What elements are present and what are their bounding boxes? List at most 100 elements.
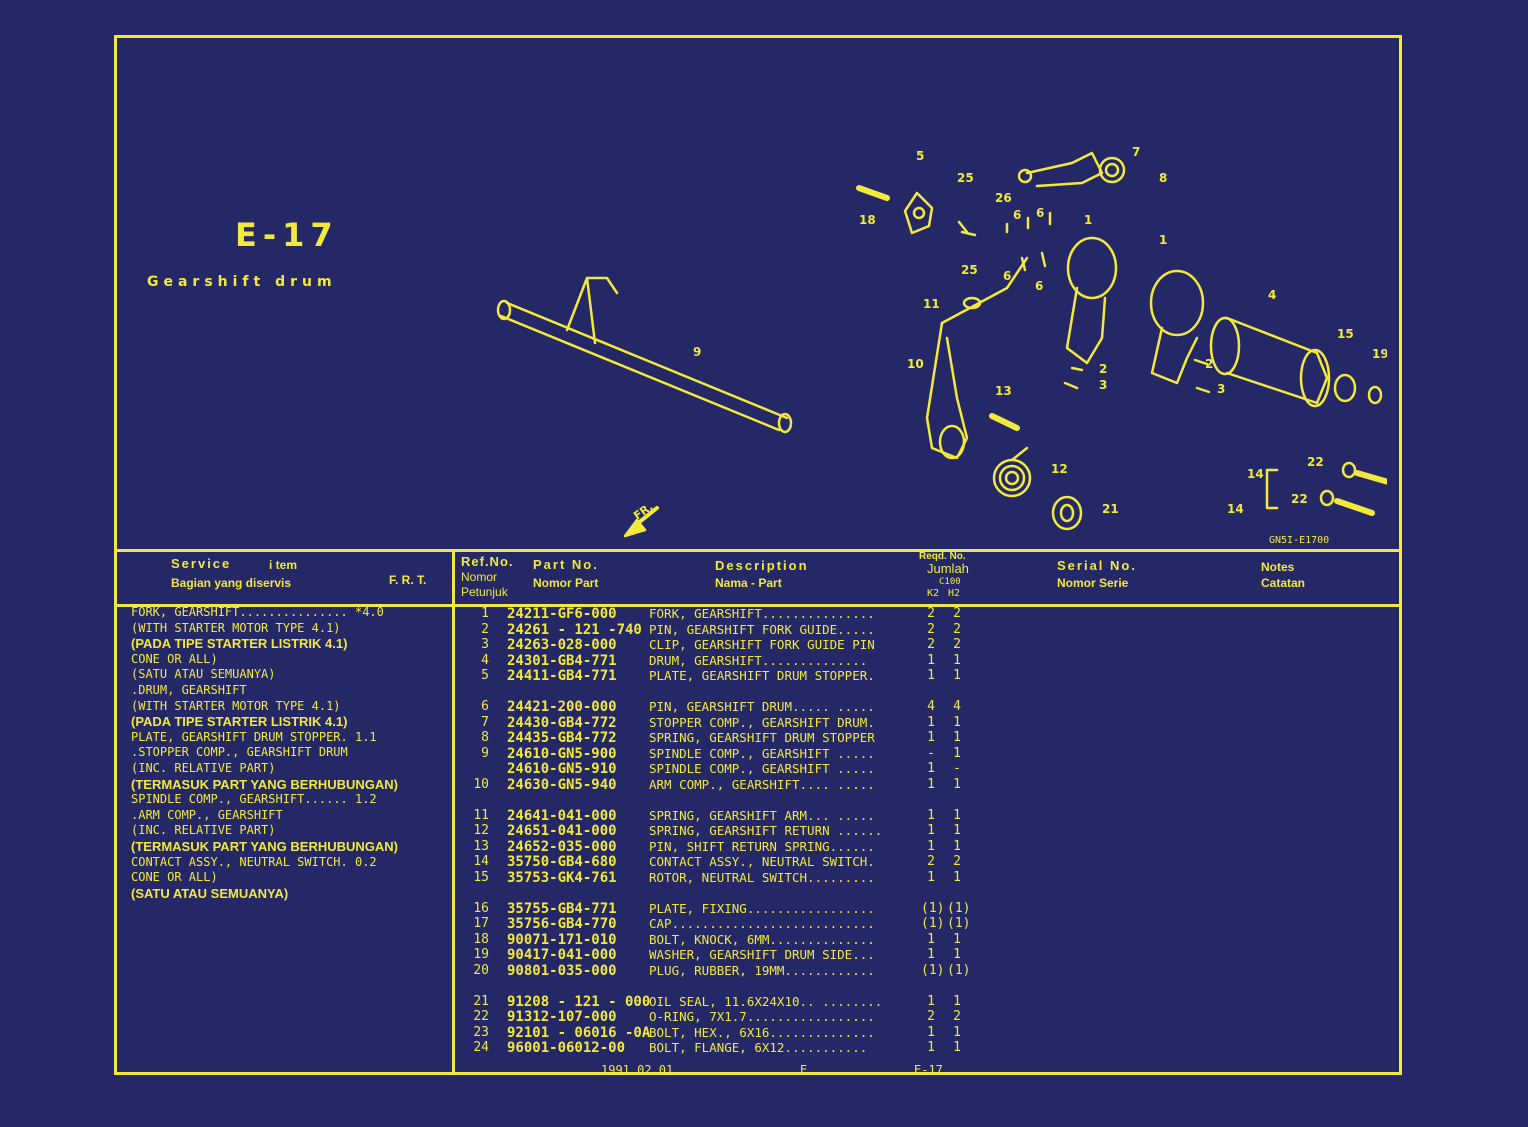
callout-3b: 3 <box>1217 382 1225 396</box>
callout-6d: 6 <box>1035 279 1043 293</box>
part-no: 24211-GF6-000 <box>507 606 617 622</box>
ref-no: 11 <box>473 807 489 823</box>
part-no: 92101 - 06016 -0A <box>507 1024 651 1041</box>
part-no: 24430-GB4-772 <box>507 714 617 731</box>
figure-title: Gearshift drum <box>147 274 337 290</box>
qty-k2: 2 <box>927 854 935 870</box>
footer-page: E-17 <box>914 1063 943 1077</box>
qty-h2: 1 <box>953 947 961 963</box>
exploded-parts-diagram: 9 10 11 12 13 21 5 18 25 25 26 6 6 6 6 7… <box>496 145 1387 546</box>
ref-no: 5 <box>481 668 489 684</box>
callout-13: 13 <box>995 384 1012 398</box>
front-arrow-label: FR. <box>631 500 655 522</box>
ref-no: 17 <box>473 916 489 932</box>
part-no: 24651-041-000 <box>507 823 617 840</box>
callout-11: 11 <box>923 297 940 311</box>
callout-21: 21 <box>1102 502 1119 516</box>
qty-h2: 2 <box>953 854 961 870</box>
callout-18: 18 <box>859 213 876 227</box>
service-item: CONTACT ASSY., NEUTRAL SWITCH. 0.2 <box>131 854 377 869</box>
qty-h2: 1 <box>953 652 961 668</box>
ref-no: 21 <box>473 993 489 1009</box>
ref-no: 15 <box>473 870 489 885</box>
ref-no: 19 <box>473 947 489 963</box>
part-no: 35756-GB4-770 <box>507 916 617 933</box>
header-service-id: Bagian yang diservis <box>171 576 292 590</box>
ref-no: 24 <box>473 1040 489 1056</box>
service-item: SPINDLE COMP., GEARSHIFT...... 1.2 <box>131 792 377 807</box>
footer-date: 1991.02.01 <box>601 1063 674 1077</box>
header-desc-id: Nama - Part <box>715 576 782 590</box>
callout-2b: 2 <box>1205 357 1213 371</box>
qty-h2: 1 <box>953 993 961 1009</box>
part-no: 91208 - 121 - 000 <box>507 993 651 1010</box>
qty-h2: (1) <box>947 900 971 916</box>
header-notes-en: Notes <box>1261 560 1295 574</box>
header-reqd-id: Jumlah <box>927 561 969 576</box>
service-item: CONE OR ALL) <box>131 651 218 666</box>
service-item: (WITH STARTER MOTOR TYPE 4.1) <box>131 620 341 635</box>
header-notes-id: Catatan <box>1261 576 1306 590</box>
qty-h2: 1 <box>953 807 961 823</box>
figure-code: E-17 <box>235 216 339 254</box>
description: WASHER, GEARSHIFT DRUM SIDE... <box>649 947 875 963</box>
service-item: (TERMASUK PART YANG BERHUBUNGAN) <box>131 776 398 792</box>
qty-k2: - <box>927 745 935 761</box>
part-no: 35755-GB4-771 <box>507 900 617 917</box>
callout-6b: 6 <box>1036 206 1044 220</box>
service-item: (INC. RELATIVE PART) <box>131 823 276 838</box>
qty-h2: 1 <box>953 1040 961 1056</box>
footer-edition: E <box>800 1063 808 1077</box>
description: FORK, GEARSHIFT............... <box>649 606 875 621</box>
description: SPRING, GEARSHIFT ARM... ..... <box>649 807 875 823</box>
qty-h2: 1 <box>953 823 961 839</box>
description: SPINDLE COMP., GEARSHIFT ..... <box>649 761 875 777</box>
description: PIN, SHIFT RETURN SPRING...... <box>649 838 875 854</box>
header-serial-id: Nomor Serie <box>1057 576 1129 590</box>
callout-4: 4 <box>1268 288 1276 302</box>
service-item: (PADA TIPE STARTER LISTRIK 4.1) <box>131 714 348 730</box>
service-item: (SATU ATAU SEMUANYA) <box>131 667 276 682</box>
qty-k2: (1) <box>921 963 945 978</box>
part-no: 91312-107-000 <box>507 1009 617 1026</box>
header-desc-en: Description <box>715 558 809 573</box>
ref-no: 9 <box>481 745 489 761</box>
header-refno-en: Ref.No. <box>461 554 514 569</box>
description: SPRING, GEARSHIFT DRUM STOPPER <box>649 730 875 746</box>
callout-1: 1 <box>1084 213 1092 227</box>
ref-no: 22 <box>473 1009 489 1025</box>
header-refno-id-2: Petunjuk <box>461 585 508 599</box>
header-model: C100 <box>939 577 961 587</box>
qty-k2: 1 <box>927 714 935 730</box>
service-item: (INC. RELATIVE PART) <box>131 760 276 775</box>
qty-k2: 1 <box>927 777 935 792</box>
qty-k2: 1 <box>927 807 935 823</box>
qty-k2: 4 <box>927 699 935 714</box>
callout-15: 15 <box>1337 327 1354 341</box>
ref-no: 18 <box>473 931 489 947</box>
qty-h2: 2 <box>953 621 961 637</box>
service-item: PLATE, GEARSHIFT DRUM STOPPER. 1.1 <box>131 729 377 744</box>
service-item: (WITH STARTER MOTOR TYPE 4.1) <box>131 698 341 713</box>
callout-22: 22 <box>1307 455 1324 469</box>
qty-h2: 1 <box>953 1024 961 1040</box>
service-items-list: FORK, GEARSHIFT............... *4.0(WITH… <box>131 605 451 901</box>
ref-no: 2 <box>481 621 489 637</box>
header-partno-en: Part No. <box>533 557 599 572</box>
qty-h2: (1) <box>947 916 971 932</box>
qty-k2: 1 <box>927 838 935 854</box>
qty-k2: 1 <box>927 993 935 1009</box>
qty-k2: 1 <box>927 1040 935 1056</box>
ref-no: 16 <box>473 900 489 916</box>
